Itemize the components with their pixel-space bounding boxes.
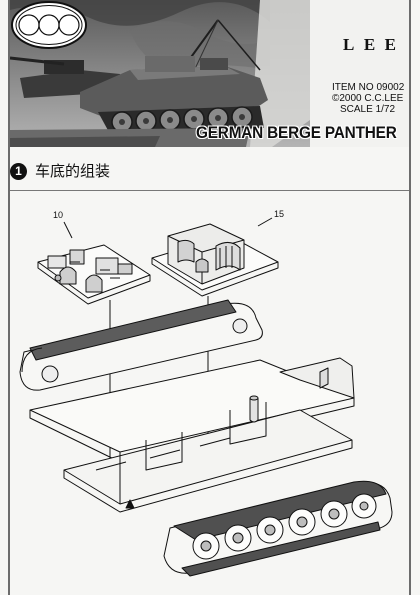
step-divider [10, 190, 409, 191]
part-10-drawing [37, 244, 151, 305]
page-border-right [409, 0, 411, 595]
track-near-side [163, 480, 393, 577]
box-art-header: LEE ITEM NO 09002 ©2000 C.C.LEE SCALE 1/… [10, 0, 409, 147]
step-number-badge: 1 [10, 163, 27, 180]
brand-logotype: LEE [343, 35, 406, 54]
track-far-side [19, 299, 263, 391]
model-name: GERMAN BERGE PANTHER [196, 124, 397, 142]
page-border-left [8, 0, 10, 595]
leader-line-10 [63, 221, 73, 239]
part-15-drawing [151, 223, 279, 297]
lower-hull [29, 357, 355, 513]
step-title: 车底的组装 [35, 162, 111, 180]
leader-line-15 [257, 217, 273, 227]
copyright-notice: ©2000 C.C.LEE [332, 93, 404, 104]
part-number-15: 15 [274, 209, 285, 219]
box-art-illustration [10, 0, 409, 147]
lee-logo [11, 1, 87, 49]
part-number-10: 10 [53, 210, 64, 220]
item-number: ITEM NO 09002 [332, 82, 405, 93]
assembly-drawing [19, 217, 393, 577]
scale-label: SCALE 1/72 [340, 104, 396, 115]
